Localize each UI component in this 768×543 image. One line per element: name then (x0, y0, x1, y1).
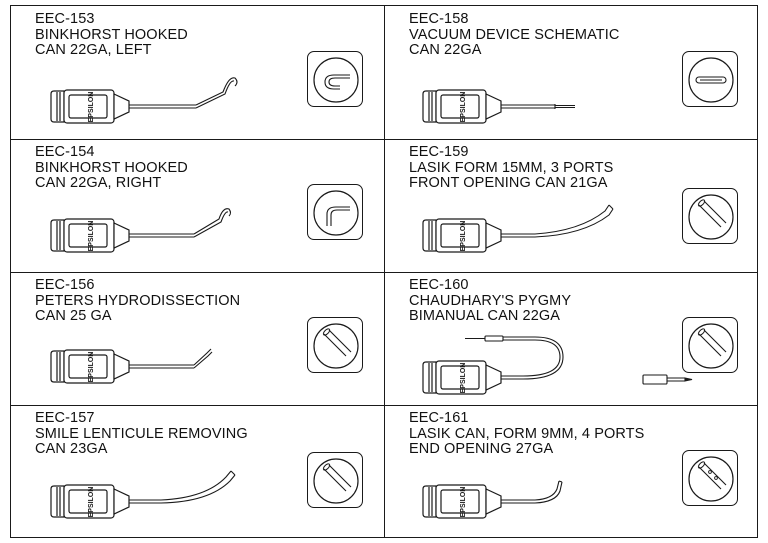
cannula-illustration: EPSILON (422, 89, 575, 124)
hub-brand-label: EPSILON (460, 363, 467, 394)
end-opening-ports-icon (688, 456, 734, 502)
probe-detail (642, 374, 693, 385)
row-divider (11, 272, 757, 273)
product-name-line2: CAN 22GA, RIGHT (35, 175, 162, 191)
product-cell-eec-161: EEC-161 LASIK CAN, FORM 9MM, 4 PORTS END… (385, 405, 758, 538)
cannula-hub (422, 218, 502, 253)
column-divider (384, 6, 385, 537)
product-name-line2: CAN 22GA (409, 42, 482, 58)
cannula-hub (50, 89, 130, 124)
tip-detail-badge (307, 51, 363, 107)
product-code: EEC-159 (409, 144, 469, 160)
product-name-line2: END OPENING 27GA (409, 441, 554, 457)
tip-detail-badge (307, 452, 363, 508)
cannula-shaft (129, 348, 213, 369)
row-divider (11, 139, 757, 140)
product-code: EEC-160 (409, 277, 469, 293)
product-name-line1: LASIK CAN, FORM 9MM, 4 PORTS (409, 425, 645, 442)
product-name-line2: CAN 22GA, LEFT (35, 42, 152, 58)
product-code: EEC-161 (409, 410, 469, 426)
hub-brand-label: EPSILON (88, 487, 95, 518)
product-name-line2: CAN 23GA (35, 441, 108, 457)
catalog-sheet: EEC-153 BINKHORST HOOKED CAN 22GA, LEFT … (10, 5, 758, 538)
cannula-shaft (129, 470, 236, 504)
angled-open-tip-icon (313, 458, 359, 504)
cannula-hub (50, 484, 130, 519)
product-code: EEC-153 (35, 11, 95, 27)
product-name-line1: PETERS HYDRODISSECTION (35, 292, 241, 309)
product-name-line1: CHAUDHARY'S PYGMY (409, 292, 572, 309)
cannula-illustration: EPSILON (422, 335, 693, 395)
cannula-hub (422, 89, 502, 124)
product-cell-eec-156: EEC-156 PETERS HYDRODISSECTION CAN 25 GA… (11, 272, 384, 405)
product-name-line2: CAN 25 GA (35, 308, 112, 324)
pygmy-tip-icon (688, 323, 734, 369)
cannula-illustration: EPSILON (50, 348, 213, 384)
tip-detail-badge (682, 450, 738, 506)
cannula-illustration: EPSILON (50, 77, 238, 124)
cannula-illustration: EPSILON (50, 470, 236, 519)
hook-right-icon (313, 190, 359, 236)
product-code: EEC-154 (35, 144, 95, 160)
angled-open-tip-icon (313, 323, 359, 369)
product-name-line1: BINKHORST HOOKED (35, 159, 188, 176)
product-name-line1: BINKHORST HOOKED (35, 26, 188, 43)
tip-detail-badge (682, 51, 738, 107)
hub-brand-label: EPSILON (88, 352, 95, 383)
row-divider (11, 405, 757, 406)
tip-detail-badge (682, 188, 738, 244)
cannula-hub (50, 349, 130, 384)
cannula-shaft (501, 480, 563, 504)
hub-brand-label: EPSILON (460, 92, 467, 123)
product-cell-eec-153: EEC-153 BINKHORST HOOKED CAN 22GA, LEFT … (11, 6, 384, 139)
cannula-hub (422, 484, 502, 519)
cannula-illustration: EPSILON (422, 480, 563, 519)
cannula-hub (422, 360, 502, 395)
cannula-shaft (501, 104, 575, 109)
cannula-illustration: EPSILON (50, 208, 232, 253)
cannula-shaft (129, 77, 238, 109)
cannula-illustration: EPSILON (422, 204, 614, 253)
hub-brand-label: EPSILON (460, 221, 467, 252)
tip-detail-badge (307, 317, 363, 373)
product-cell-eec-159: EEC-159 LASIK FORM 15MM, 3 PORTS FRONT O… (385, 139, 758, 272)
product-code: EEC-158 (409, 11, 469, 27)
front-opening-icon (688, 194, 734, 240)
product-code: EEC-157 (35, 410, 95, 426)
tip-detail-badge (307, 184, 363, 240)
product-name-line1: SMILE LENTICULE REMOVING (35, 425, 248, 442)
tip-detail-badge (682, 317, 738, 373)
product-cell-eec-158: EEC-158 VACUUM DEVICE SCHEMATIC CAN 22GA… (385, 6, 758, 139)
product-cell-eec-160: EEC-160 CHAUDHARY'S PYGMY BIMANUAL CAN 2… (385, 272, 758, 405)
hub-brand-label: EPSILON (88, 92, 95, 123)
vacuum-slot-icon (688, 57, 734, 103)
hub-brand-label: EPSILON (460, 487, 467, 518)
tubing-and-probe (465, 335, 564, 380)
product-cell-eec-157: EEC-157 SMILE LENTICULE REMOVING CAN 23G… (11, 405, 384, 538)
hook-left-icon (313, 57, 359, 103)
cannula-shaft (129, 208, 232, 238)
cannula-hub (50, 218, 130, 253)
product-name-line1: LASIK FORM 15MM, 3 PORTS (409, 159, 614, 176)
product-code: EEC-156 (35, 277, 95, 293)
product-cell-eec-154: EEC-154 BINKHORST HOOKED CAN 22GA, RIGHT… (11, 139, 384, 272)
product-name-line2: BIMANUAL CAN 22GA (409, 308, 561, 324)
product-name-line1: VACUUM DEVICE SCHEMATIC (409, 26, 620, 43)
cannula-shaft (501, 204, 614, 238)
hub-brand-label: EPSILON (88, 221, 95, 252)
product-name-line2: FRONT OPENING CAN 21GA (409, 175, 608, 191)
